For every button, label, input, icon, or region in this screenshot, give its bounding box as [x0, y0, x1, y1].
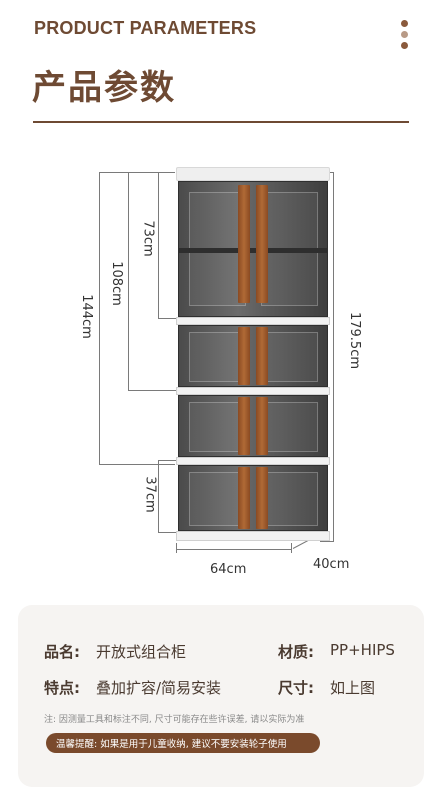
- cabinet-rim: [176, 387, 330, 395]
- door-panel: [261, 332, 318, 382]
- dimension-label-right: 179.5cm: [347, 311, 363, 370]
- dimension-tick: [99, 464, 175, 465]
- cabinet-box: [178, 325, 328, 387]
- dimension-label-box: 73cm: [140, 220, 156, 257]
- door-handle: [238, 327, 250, 385]
- dimension-tick: [158, 460, 176, 461]
- dimension-line-right: [333, 172, 334, 542]
- dimension-label-mid: 108cm: [108, 261, 124, 306]
- header-divider: [33, 121, 409, 123]
- dot-icon: [401, 20, 408, 27]
- spec-card: [18, 605, 424, 787]
- dimension-line-mid: [128, 172, 129, 390]
- header-title-en: PRODUCT PARAMETERS: [34, 18, 257, 38]
- cabinet-box-bottom: [178, 465, 328, 531]
- cabinet-illustration: [176, 167, 330, 542]
- door-panel: [189, 332, 246, 382]
- dimension-label-width: 64cm: [210, 562, 247, 577]
- cabinet-box: [178, 395, 328, 457]
- cabinet-base: [176, 531, 330, 541]
- dimension-tick: [128, 390, 176, 391]
- measurement-note: 注: 因测量工具和标注不同, 尺寸可能存在些许误差, 请以实际为准: [44, 715, 305, 725]
- dimension-label-depth: 40cm: [313, 557, 350, 572]
- warning-text: 温馨提醒: 如果是用于儿童收纳, 建议不要安装轮子使用: [56, 739, 287, 750]
- dimension-label-left: 144cm: [78, 294, 94, 339]
- door-panel: [261, 402, 318, 452]
- page-title: 产品参数: [32, 68, 176, 108]
- dimension-tick: [158, 532, 176, 533]
- dimension-line-left: [99, 172, 100, 464]
- cabinet-rim: [176, 317, 330, 325]
- dimension-tick: [291, 543, 292, 553]
- dimension-line-width: [176, 549, 292, 550]
- spec-name-label: 品名:: [44, 643, 80, 661]
- door-handle: [256, 397, 268, 455]
- dot-icon: [401, 31, 408, 38]
- spec-size-value: 如上图: [330, 679, 376, 697]
- spec-feature-label: 特点:: [44, 679, 80, 697]
- dimension-tick: [158, 318, 176, 319]
- cabinet-top: [176, 167, 330, 181]
- shelf-band: [179, 248, 327, 253]
- dimension-tick: [99, 172, 175, 173]
- door-handle: [238, 185, 250, 303]
- dimension-line-box: [158, 172, 159, 318]
- dimension-tick: [176, 543, 177, 553]
- spec-material-label: 材质:: [278, 643, 314, 661]
- vertical-dots-icon[interactable]: [401, 20, 409, 53]
- dimension-line-bottom: [158, 460, 159, 532]
- cabinet-rim: [176, 457, 330, 465]
- spec-name-value: 开放式组合柜: [96, 643, 187, 661]
- door-panel: [261, 472, 318, 526]
- dimension-tick: [320, 541, 334, 542]
- spec-size-label: 尺寸:: [278, 679, 314, 697]
- spec-feature-value: 叠加扩容/简易安装: [96, 679, 222, 697]
- door-handle: [256, 185, 268, 303]
- door-handle: [256, 467, 268, 529]
- door-handle: [238, 467, 250, 529]
- door-handle: [238, 397, 250, 455]
- warning-pill: 温馨提醒: 如果是用于儿童收纳, 建议不要安装轮子使用: [46, 733, 320, 753]
- door-handle: [256, 327, 268, 385]
- dot-icon: [401, 42, 408, 49]
- spec-material-value: PP+HIPS: [330, 641, 395, 659]
- dimension-label-bottom: 37cm: [142, 476, 158, 513]
- cabinet-box-top: [178, 181, 328, 317]
